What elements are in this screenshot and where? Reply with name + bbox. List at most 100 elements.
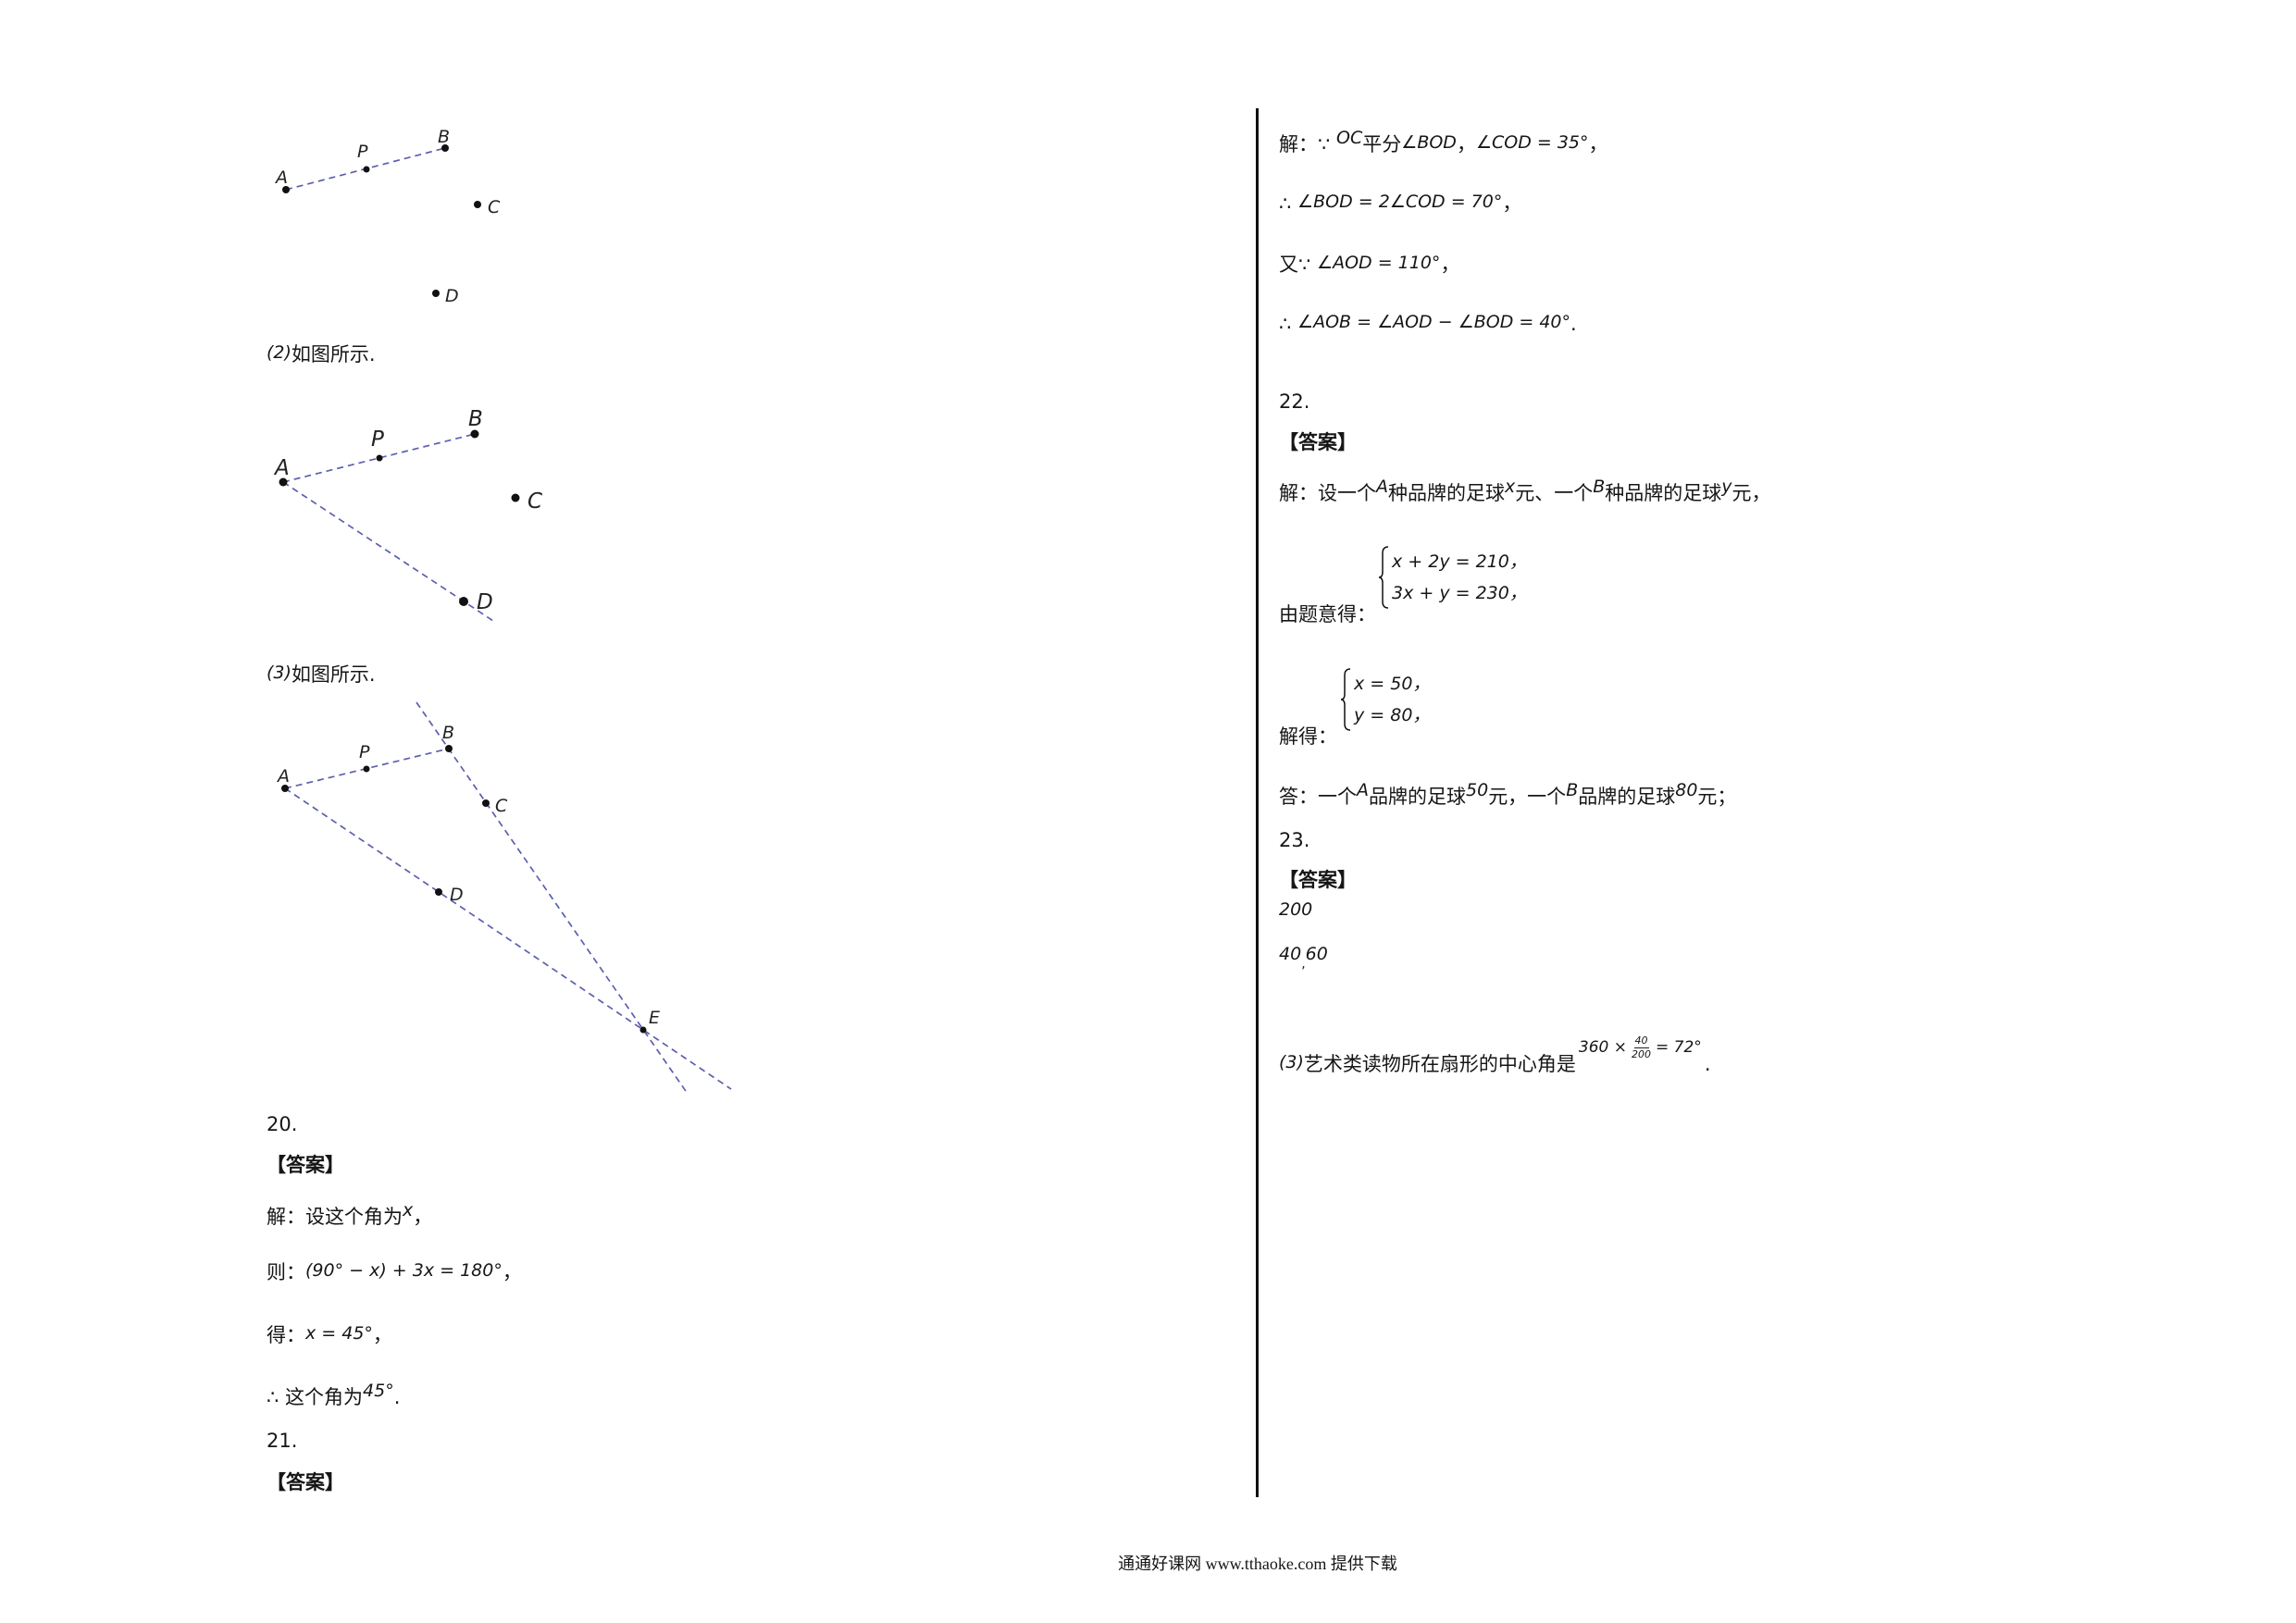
q21-number: 21. [267,1430,298,1452]
point-b [470,429,479,439]
q21-answer-label: 【答案】 [267,1471,344,1493]
point-c [474,201,481,208]
point-e [639,1026,647,1034]
q20-line-4: ∴ 这个角为45°. [267,1381,401,1410]
text: 答：一个 [1279,786,1357,808]
math: 50 [1466,780,1489,800]
q22-setup-line: 解：设一个A种品牌的足球x元、一个B种品牌的足球y元， [1279,477,1771,506]
point-a [281,785,289,792]
page-footer: 通通好课网 www.tthaoke.com 提供下载 [1118,1555,1397,1573]
q22-answer-line: 答：一个A品牌的足球50元，一个B品牌的足球80元； [1279,780,1737,810]
text: 解：∵ [1279,133,1337,155]
equation-rows: x = 50， y = 80， [1354,668,1430,731]
math: ∠BOD = 2∠COD = 70° [1297,192,1503,212]
equation-system-2: x = 50， y = 80， [1340,668,1430,731]
q23-part1: 200 [1279,899,1312,924]
text: 解：设这个角为 [267,1206,403,1228]
text: 品牌的足球 [1578,786,1676,808]
label-b: B [438,127,450,147]
math: ∠BOD [1401,132,1457,153]
part-number: (3) [267,663,292,683]
math: ∠COD = 35° [1475,132,1589,153]
line-bc [416,701,689,1095]
q23-answer-label: 【答案】 [1279,869,1357,891]
label-p: P [359,742,370,762]
label-p: P [357,142,368,162]
figure-3: A P B C D E [276,701,732,1095]
math: 60 [1305,944,1328,964]
label-d: D [445,286,459,306]
label-a: A [274,167,288,188]
point-c [482,799,490,807]
q20-line-1: 解：设这个角为x， [267,1200,433,1230]
text: 元，一个 [1488,786,1567,808]
text: 艺术类读物所在扇形的中心角是 [1303,1053,1576,1075]
text: 元、一个 [1515,482,1594,504]
q20-number: 20. [267,1113,298,1135]
label-a: A [276,766,290,787]
q19-part2-line: (2)如图所示. [267,342,376,367]
label-b: B [468,407,483,431]
fraction-denominator: 200 [1632,1047,1652,1060]
equation: x + 2y = 210， [1392,551,1527,572]
brace-icon [1340,668,1351,731]
punct: . [393,1386,401,1408]
punct: . [1704,1053,1711,1075]
text: 平分 [1362,133,1402,155]
label-a: A [273,456,290,480]
label-d: D [477,590,493,614]
brace-icon [1378,546,1389,609]
label-c: C [527,489,542,514]
punct: . [1570,313,1577,335]
math: y [1721,477,1732,497]
text: 元， [1731,482,1771,504]
formula-rhs: = 72° [1656,1038,1702,1057]
math: 40 [1279,944,1302,964]
point-p [376,454,383,462]
q23-part2: 40,60 [1279,944,1328,972]
math: (90° − x) + 3x = 180° [305,1260,503,1281]
system1-label: 由题意得： [1279,603,1376,626]
equation: y = 80， [1354,705,1431,725]
punct: ， [1502,192,1522,215]
math: x [1505,477,1516,497]
label-p: P [371,427,384,452]
math: 200 [1279,899,1313,920]
punct: ， [502,1261,522,1283]
label-c: C [488,197,501,217]
point-c [511,493,520,502]
label-e: E [649,1008,660,1028]
text: 得： [267,1324,305,1346]
equation: x = 50， [1354,674,1431,694]
point-p [363,765,370,773]
punct: ， [1440,254,1460,276]
system2-label: 解得： [1279,725,1337,748]
punct: , [1301,957,1306,972]
formula-lhs: 360 × [1578,1038,1628,1057]
text: 元； [1697,786,1737,808]
text: 种品牌的足球 [1388,482,1505,504]
part-number: (3) [1279,1052,1304,1072]
math: 80 [1675,780,1698,800]
point-a [282,186,290,193]
text: 解：设一个 [1279,482,1376,504]
text: 又∵ [1279,254,1318,276]
punct: ， [1456,133,1476,155]
part-text: 如图所示. [291,663,376,686]
q20-line-3: 得：x = 45°， [267,1323,392,1348]
text: 种品牌的足球 [1605,482,1722,504]
punct: ， [1588,133,1608,155]
q21-line-2: ∴ ∠BOD = 2∠COD = 70°， [1279,192,1521,217]
point-b [441,144,449,152]
part-text: 如图所示. [291,343,376,365]
math: A [1357,780,1369,800]
label-d: D [450,885,464,905]
ray-ad [282,481,494,622]
punct: ， [413,1206,433,1228]
punct: ， [372,1324,392,1346]
column-divider [1256,108,1259,1497]
